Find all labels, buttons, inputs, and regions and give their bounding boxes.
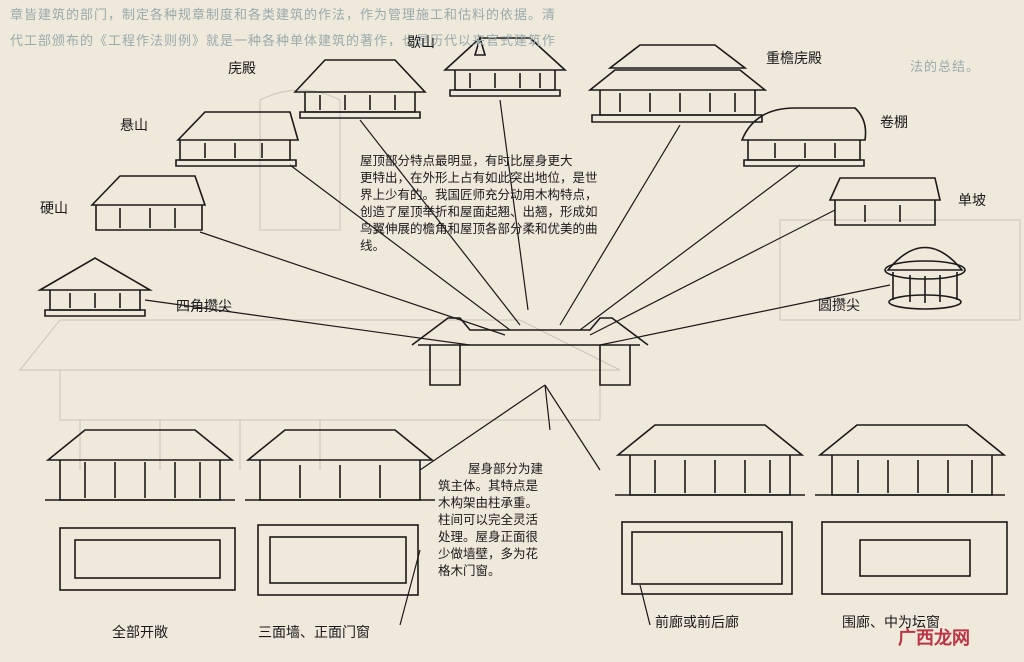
label-sanmian: 三面墙、正面门窗 bbox=[258, 625, 370, 641]
elevation-3 bbox=[615, 424, 805, 496]
label-yuancuan: 圆攒尖 bbox=[818, 298, 860, 314]
elevation-2 bbox=[245, 429, 435, 501]
juanpeng-building bbox=[740, 107, 867, 167]
danpo-building bbox=[828, 177, 942, 226]
header-faint-line-3: 法的总结。 bbox=[910, 60, 981, 75]
roof-text-line-3: 界上少有的。我国匠师充分动用木构特点， bbox=[360, 187, 598, 202]
roof-text-line-2: 更特出，在外形上占有如此突出地位，是世 bbox=[360, 170, 598, 185]
plan-2 bbox=[257, 524, 419, 596]
xieshan-building bbox=[442, 35, 568, 97]
label-wudian: 庑殿 bbox=[228, 61, 256, 77]
label-sijiao: 四角攒尖 bbox=[176, 299, 232, 315]
label-quanbu: 全部开敞 bbox=[112, 625, 168, 641]
body-text-line-2: 筑主体。其特点是 bbox=[438, 478, 539, 493]
label-xuanshan: 悬山 bbox=[120, 118, 148, 134]
background-hall bbox=[18, 89, 1021, 470]
center-outline-building bbox=[411, 317, 649, 386]
leader-lines bbox=[144, 99, 891, 626]
plan-4 bbox=[821, 521, 1008, 595]
body-text-line-4: 柱间可以完全灵活 bbox=[438, 512, 539, 527]
yuancuan-building bbox=[884, 246, 966, 310]
roof-text-line-6: 线。 bbox=[360, 238, 386, 253]
yingshan-building bbox=[90, 175, 207, 231]
body-text-line-6: 少做墙壁，多为花 bbox=[438, 546, 539, 561]
body-text-line-7: 格木门窗。 bbox=[438, 563, 501, 578]
roof-text-line-1: 屋顶部分特点最明显，有时比屋身更大 bbox=[360, 153, 573, 168]
label-weilang: 围廊、中为坛窗 bbox=[842, 615, 940, 631]
plan-3 bbox=[621, 521, 793, 595]
watermark-logo: 广西龙网 bbox=[898, 628, 970, 649]
body-description: 屋身部分为建 筑主体。其特点是 木构架由柱承重。 柱间可以完全灵活 处理。屋身正… bbox=[438, 460, 613, 579]
wudian-building bbox=[293, 59, 427, 119]
label-chongyan: 重檐庑殿 bbox=[766, 51, 822, 67]
label-qianlang: 前廊或前后廊 bbox=[655, 615, 739, 631]
body-text-line-1: 屋身部分为建 bbox=[468, 461, 544, 476]
elevation-4 bbox=[815, 424, 1007, 496]
body-text-line-3: 木构架由柱承重。 bbox=[438, 495, 539, 510]
header-faint-line-2: 代工部颁布的《工程作法则例》就是一种各种单体建筑的著作，也是历代以来官式建筑作 bbox=[10, 34, 557, 49]
plan-1 bbox=[59, 527, 236, 591]
roof-description: 屋顶部分特点最明显，有时比屋身更大 更特出，在外形上占有如此突出地位，是世 界上… bbox=[360, 152, 720, 254]
label-yingshan: 硬山 bbox=[40, 201, 68, 217]
elevation-1 bbox=[45, 429, 235, 501]
xuanshan-building bbox=[175, 111, 300, 167]
label-juanpeng: 卷棚 bbox=[880, 115, 908, 131]
sijiao-building bbox=[37, 257, 153, 317]
roof-text-line-5: 鸟翼伸展的檐角和屋顶各部分柔和优美的曲 bbox=[360, 221, 598, 236]
label-xieshan: 歇山 bbox=[407, 35, 435, 51]
chongyan-building bbox=[587, 44, 768, 123]
header-faint-line-1: 章皆建筑的部门，制定各种规章制度和各类建筑的作法，作为管理施工和估料的依据。清 bbox=[10, 8, 557, 23]
label-danpo: 单坡 bbox=[958, 193, 986, 209]
roof-text-line-4: 创造了屋顶举折和屋面起翘、出翘，形成如 bbox=[360, 204, 598, 219]
body-text-line-5: 处理。屋身正面很 bbox=[438, 529, 539, 544]
